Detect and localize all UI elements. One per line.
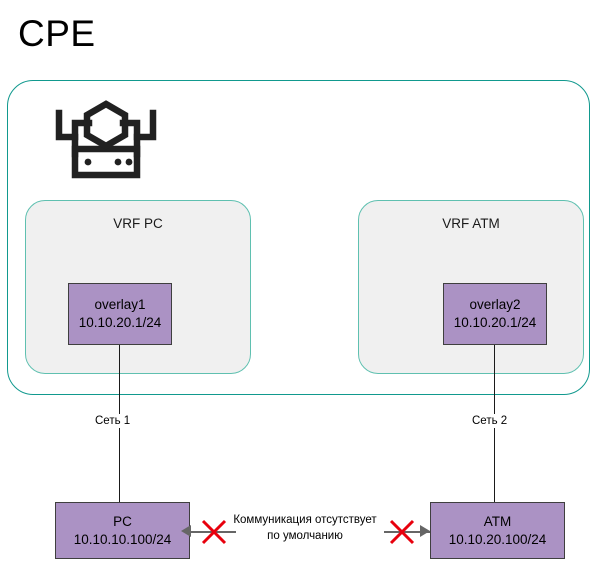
vrf-pc-title: VRF PC	[113, 216, 163, 231]
pc-endpoint-box[interactable]: PC 10.10.10.100/24	[55, 502, 190, 559]
network-label-2: Сеть 2	[469, 414, 511, 428]
red-x-icon	[388, 518, 416, 546]
overlay1-name: overlay1	[94, 297, 146, 312]
blocked-note-line-1: Коммуникация отсутствует	[233, 514, 377, 526]
blocked-arrow-head-left	[181, 525, 191, 537]
router-firewall-icon	[48, 99, 164, 181]
overlay2-name: overlay2	[469, 297, 521, 312]
overlay1-address: 10.10.20.1/24	[78, 315, 162, 330]
blocked-communication-note: Коммуникация отсутствует по умолчанию	[225, 512, 385, 544]
overlay1-interface-box[interactable]: overlay1 10.10.20.1/24	[68, 283, 172, 345]
blocked-arrow-line-right	[384, 531, 430, 533]
overlay2-interface-box[interactable]: overlay2 10.10.20.1/24	[443, 283, 547, 345]
vrf-atm-title: VRF ATM	[442, 216, 500, 231]
blocked-arrow-head-right	[420, 525, 430, 537]
atm-name: ATM	[483, 513, 512, 529]
network-label-1: Сеть 1	[92, 414, 134, 428]
blocked-note-line-2: по умолчанию	[267, 530, 343, 542]
pc-address: 10.10.10.100/24	[73, 531, 172, 547]
atm-endpoint-box[interactable]: ATM 10.10.20.100/24	[430, 502, 565, 559]
cpe-container	[7, 80, 590, 395]
atm-address: 10.10.20.100/24	[448, 531, 547, 547]
red-x-icon	[200, 518, 228, 546]
overlay2-address: 10.10.20.1/24	[453, 315, 537, 330]
page-title: CPE	[18, 13, 96, 54]
pc-name: PC	[113, 513, 132, 529]
